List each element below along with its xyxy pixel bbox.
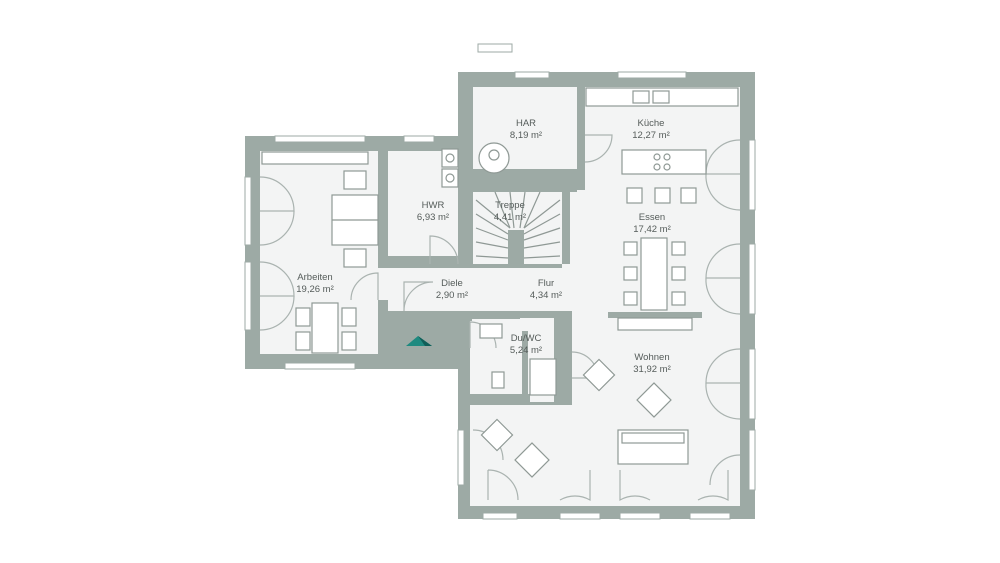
room-area: 2,90 m² (435, 290, 469, 301)
room-name: Flur (537, 278, 555, 289)
room-area: 31,92 m² (633, 364, 671, 375)
room-area: 12,27 m² (632, 130, 670, 141)
room-label-arbeiten: Arbeiten 19,26 m² (296, 272, 334, 296)
room-label-flur: Flur 4,34 m² (530, 278, 562, 302)
room-area: 8,19 m² (509, 130, 543, 141)
room-label-diele: Diele 2,90 m² (436, 278, 468, 302)
windows (244, 43, 756, 520)
room-area: 4,41 m² (493, 212, 527, 223)
room-label-treppe: Treppe 4,41 m² (494, 200, 526, 224)
room-area: 5,24 m² (509, 345, 543, 356)
room-name: Küche (637, 118, 665, 129)
room-area: 4,34 m² (529, 290, 563, 301)
room-label-kueche: Küche 12,27 m² (632, 118, 670, 142)
room-label-duwc: Du/WC 5,24 m² (510, 333, 542, 357)
room-name: Essen (638, 212, 666, 223)
stairs (475, 191, 561, 259)
interior-walls (378, 87, 585, 406)
room-label-har: HAR 8,19 m² (510, 118, 542, 142)
room-area: 19,26 m² (296, 284, 334, 295)
room-name: HWR (421, 200, 445, 211)
furniture (261, 87, 739, 478)
room-name: Diele (441, 278, 463, 289)
entrance-marker (406, 336, 432, 346)
room-label-hwr: HWR 6,93 m² (417, 200, 449, 224)
room-name: Treppe (495, 200, 525, 211)
room-area: 17,42 m² (633, 224, 671, 235)
room-area: 6,93 m² (416, 212, 450, 223)
room-name: Arbeiten (297, 272, 333, 283)
room-label-wohnen: Wohnen 31,92 m² (633, 352, 671, 376)
room-name: HAR (515, 118, 537, 129)
room-name: Wohnen (634, 352, 670, 363)
room-name: Du/WC (510, 333, 542, 344)
room-label-essen: Essen 17,42 m² (633, 212, 671, 236)
